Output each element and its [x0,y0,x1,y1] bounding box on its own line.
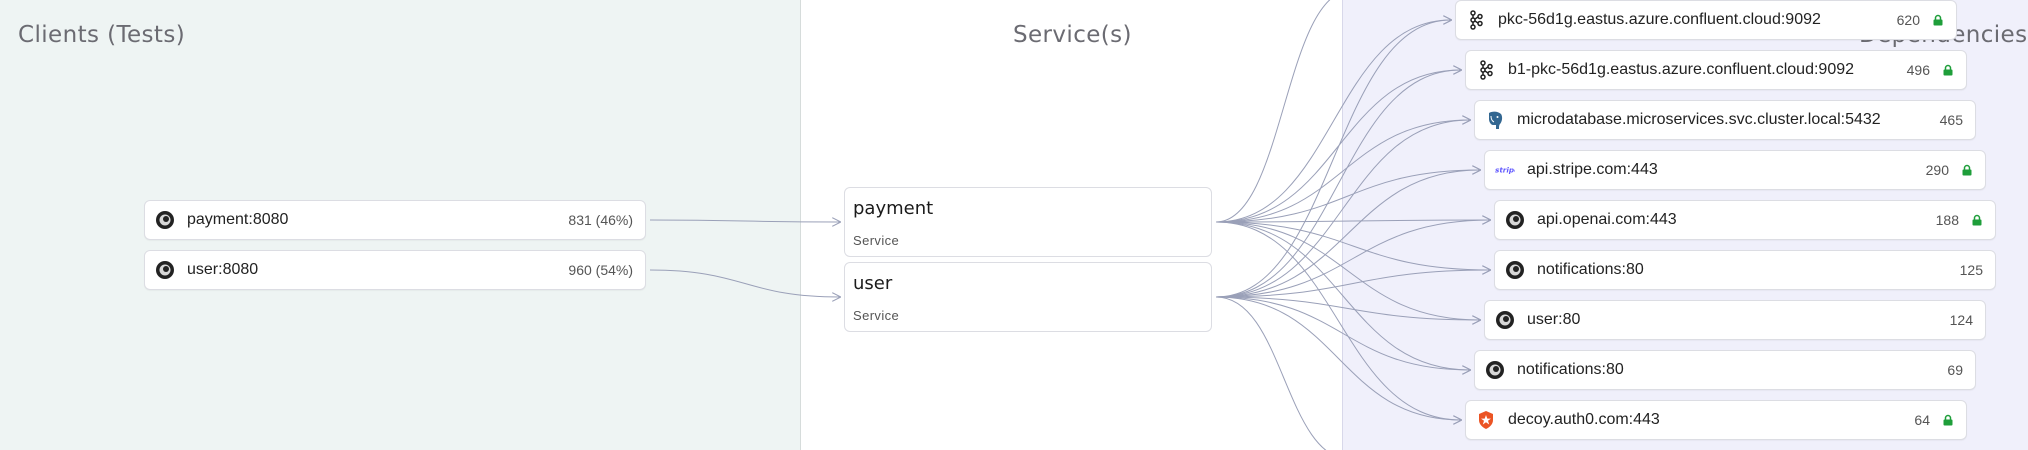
client-node-user[interactable]: user:8080 960 (54%) [144,250,646,290]
postgres-elephant-icon [1485,110,1505,130]
dependency-count: 125 [1959,262,1983,278]
service-ring-icon [1485,360,1505,380]
edge-offscreen [1215,296,1327,450]
dependency-label: user:80 [1527,311,1581,328]
edge-payment-dependency [1215,20,1451,223]
edge-user-dependency [1215,296,1470,370]
edge-offscreen [1215,0,1331,223]
edge-user-dependency [1215,296,1461,420]
service-ring-icon [155,210,175,230]
service-node-user[interactable]: user Service [844,262,1212,332]
clients-column-title: Clients (Tests) [18,22,186,48]
dependency-count: 124 [1949,312,1973,328]
dependency-count: 620 [1896,12,1920,28]
auth0-shield-icon [1476,410,1496,430]
dependency-node[interactable]: user:80 124 [1484,300,1986,340]
service-name: payment [853,198,934,219]
edge-payment-dependency [1215,221,1470,370]
service-type: Service [853,308,900,323]
edge-user-dependency [1215,296,1480,320]
dependency-label: microdatabase.microservices.svc.cluster.… [1517,111,1881,128]
edge-payment-dependency [1215,221,1490,270]
edge-client-payment [649,220,840,222]
dependency-label: notifications:80 [1517,361,1624,378]
dependency-count: 188 [1935,212,1959,228]
edge-user-dependency [1215,270,1490,298]
dependency-node[interactable]: decoy.auth0.com:443 64 [1465,400,1967,440]
kafka-icon [1476,60,1496,80]
service-type: Service [853,233,900,248]
edge-payment-dependency [1215,220,1490,222]
service-ring-icon [1505,260,1525,280]
lock-icon [1943,64,1953,76]
dependency-count: 64 [1914,412,1930,428]
dependency-label: api.openai.com:443 [1537,211,1677,228]
service-node-payment[interactable]: payment Service [844,187,1212,257]
edge-user-dependency [1215,120,1470,298]
lock-icon [1972,214,1982,226]
client-count: 831 (46%) [568,212,633,228]
service-ring-icon [1505,210,1525,230]
edge-payment-dependency [1215,221,1461,420]
lock-icon [1933,14,1943,26]
services-column-title: Service(s) [1013,22,1132,48]
edge-payment-dependency [1215,120,1470,223]
lock-icon [1943,414,1953,426]
dependency-node[interactable]: microdatabase.microservices.svc.cluster.… [1474,100,1976,140]
dependency-label: decoy.auth0.com:443 [1508,411,1660,428]
edge-user-dependency [1215,220,1490,298]
service-ring-icon [155,260,175,280]
dependency-node[interactable]: api.openai.com:443 188 [1494,200,1996,240]
client-count: 960 (54%) [568,262,633,278]
edge-payment-dependency [1215,221,1480,320]
dependency-node[interactable]: notifications:80 69 [1474,350,1976,390]
dependency-node[interactable]: pkc-56d1g.eastus.azure.confluent.cloud:9… [1455,0,1957,40]
dependency-label: b1-pkc-56d1g.eastus.azure.confluent.clou… [1508,61,1855,78]
kafka-icon [1466,10,1486,30]
svg-text:stripe: stripe [1495,166,1515,175]
edge-client-user [649,269,840,297]
dependency-count: 465 [1939,112,1963,128]
edge-user-dependency [1215,70,1461,298]
edge-user-dependency [1215,170,1480,298]
dependency-count: 69 [1947,362,1963,378]
service-name: user [853,273,893,294]
dependency-node[interactable]: notifications:80 125 [1494,250,1996,290]
dependency-count: 496 [1906,62,1930,78]
service-ring-icon [1495,310,1515,330]
dependency-label: pkc-56d1g.eastus.azure.confluent.cloud:9… [1498,11,1821,28]
client-node-payment[interactable]: payment:8080 831 (46%) [144,200,646,240]
edge-user-dependency [1215,20,1451,298]
client-label: payment:8080 [187,211,289,228]
dependency-count: 290 [1925,162,1949,178]
lock-icon [1962,164,1972,176]
dependency-node[interactable]: b1-pkc-56d1g.eastus.azure.confluent.clou… [1465,50,1967,90]
stripe-logo-icon: stripe [1495,160,1515,180]
edge-payment-dependency [1215,170,1480,223]
dependency-label: api.stripe.com:443 [1527,161,1658,178]
client-label: user:8080 [187,261,259,278]
dependency-node[interactable]: stripe api.stripe.com:443 290 [1484,150,1986,190]
dependency-label: notifications:80 [1537,261,1644,278]
